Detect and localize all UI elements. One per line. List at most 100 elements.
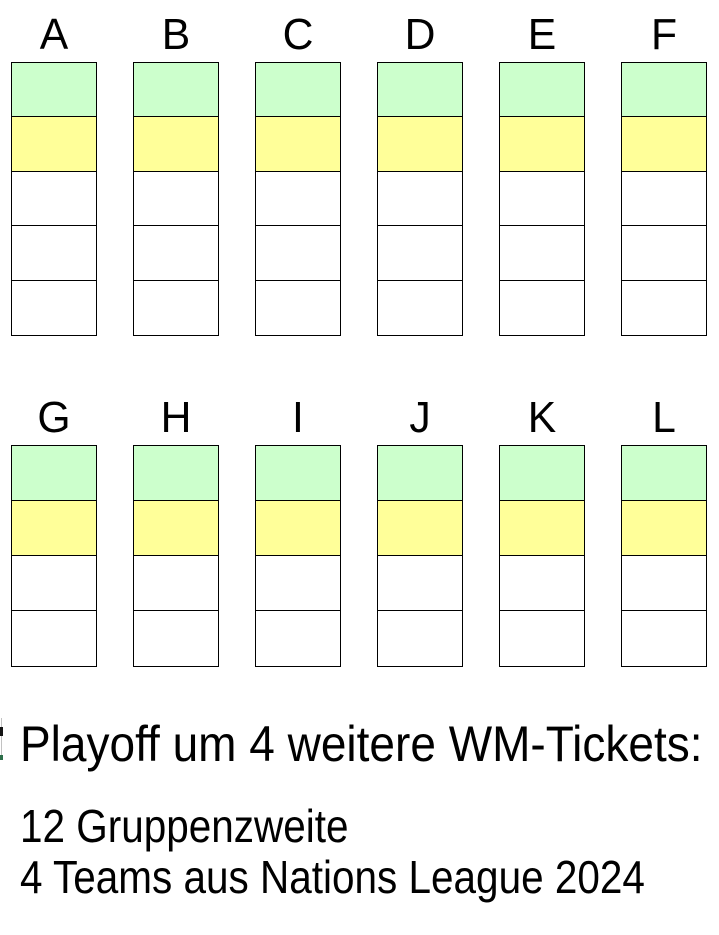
group-cell-runner_up — [622, 117, 706, 172]
group-cell-empty — [622, 226, 706, 281]
group-label-J: J — [409, 393, 431, 442]
group-column-C: C — [255, 8, 341, 336]
group-cell-winner — [134, 63, 218, 118]
group-cell-empty — [134, 171, 218, 227]
group-label-A: A — [39, 10, 69, 59]
group-column-E: E — [499, 8, 585, 336]
group-cell-empty — [378, 556, 462, 611]
group-column-L: L — [621, 391, 707, 667]
group-cell-empty — [134, 556, 218, 611]
group-cell-empty — [622, 556, 706, 611]
group-cell-runner_up — [622, 501, 706, 556]
group-cell-empty — [256, 226, 340, 281]
group-cell-winner — [622, 63, 706, 118]
group-table-F — [621, 62, 707, 336]
group-cell-empty — [500, 556, 584, 611]
group-table-E — [499, 62, 585, 336]
group-column-D: D — [377, 8, 463, 336]
playoff-title: Playoff um 4 weitere WM-Tickets: — [20, 716, 703, 772]
group-column-J: J — [377, 391, 463, 667]
group-cell-winner — [378, 63, 462, 118]
group-row-bottom: G H I J K L — [11, 391, 707, 667]
group-table-A — [11, 62, 97, 336]
group-cell-runner_up — [134, 501, 218, 556]
group-table-G — [11, 445, 97, 667]
group-label-D: D — [404, 10, 436, 59]
group-cell-winner — [256, 446, 340, 501]
playoff-detail-line-2: 4 Teams aus Nations League 2024 — [20, 851, 645, 903]
group-cell-winner — [256, 63, 340, 118]
group-cell-winner — [134, 446, 218, 501]
group-cell-empty — [134, 226, 218, 281]
group-label-I: I — [292, 393, 304, 442]
group-cell-empty — [622, 611, 706, 666]
group-table-I — [255, 445, 341, 667]
group-cell-empty — [378, 226, 462, 281]
group-cell-runner_up — [256, 117, 340, 172]
group-cell-winner — [500, 446, 584, 501]
group-table-H — [133, 445, 219, 667]
group-table-C — [255, 62, 341, 336]
group-column-K: K — [499, 391, 585, 667]
group-label-E: E — [527, 10, 557, 59]
group-table-K — [499, 445, 585, 667]
group-table-L — [621, 445, 707, 667]
group-row-top: A B C D E F — [11, 8, 707, 336]
group-cell-empty — [500, 226, 584, 281]
group-cell-empty — [500, 171, 584, 227]
group-cell-empty — [622, 171, 706, 227]
group-table-J — [377, 445, 463, 667]
group-label-C: C — [282, 10, 314, 59]
group-cell-empty — [12, 556, 96, 611]
group-cell-empty — [12, 280, 96, 335]
playoff-details: 12 Gruppenzweite 4 Teams aus Nations Lea… — [20, 801, 645, 903]
group-cell-winner — [622, 446, 706, 501]
group-label-K: K — [527, 393, 557, 442]
group-cell-empty — [622, 280, 706, 335]
group-cell-runner_up — [378, 501, 462, 556]
group-cell-empty — [500, 611, 584, 666]
group-cell-empty — [134, 611, 218, 666]
group-column-G: G — [11, 391, 97, 667]
group-cell-winner — [500, 63, 584, 118]
group-cell-runner_up — [378, 117, 462, 172]
group-table-D — [377, 62, 463, 336]
playoff-detail-line-1: 12 Gruppenzweite — [20, 800, 349, 852]
group-cell-empty — [12, 171, 96, 227]
group-label-F: F — [650, 10, 678, 59]
group-column-F: F — [621, 8, 707, 336]
group-label-G: G — [37, 393, 71, 442]
group-cell-empty — [256, 171, 340, 227]
left-edge-artifact — [0, 718, 4, 763]
edge-dot — [0, 755, 3, 760]
group-label-B: B — [161, 10, 191, 59]
group-label-L: L — [652, 393, 676, 442]
group-column-H: H — [133, 391, 219, 667]
group-cell-winner — [12, 446, 96, 501]
group-cell-runner_up — [134, 117, 218, 172]
group-label-H: H — [160, 393, 192, 442]
group-cell-runner_up — [500, 117, 584, 172]
group-cell-winner — [12, 63, 96, 118]
group-cell-empty — [12, 226, 96, 281]
group-cell-empty — [134, 280, 218, 335]
group-cell-empty — [378, 171, 462, 227]
group-cell-empty — [378, 280, 462, 335]
group-cell-runner_up — [256, 501, 340, 556]
group-cell-empty — [378, 611, 462, 666]
group-cell-empty — [500, 280, 584, 335]
group-cell-empty — [256, 280, 340, 335]
group-cell-winner — [378, 446, 462, 501]
group-cell-runner_up — [500, 501, 584, 556]
group-cell-empty — [256, 611, 340, 666]
group-cell-runner_up — [12, 117, 96, 172]
group-column-A: A — [11, 8, 97, 336]
edge-mark — [0, 727, 3, 736]
group-column-B: B — [133, 8, 219, 336]
group-table-B — [133, 62, 219, 336]
edge-line — [1, 718, 2, 760]
group-cell-empty — [256, 556, 340, 611]
group-column-I: I — [255, 391, 341, 667]
group-cell-runner_up — [12, 501, 96, 556]
group-cell-empty — [12, 611, 96, 666]
